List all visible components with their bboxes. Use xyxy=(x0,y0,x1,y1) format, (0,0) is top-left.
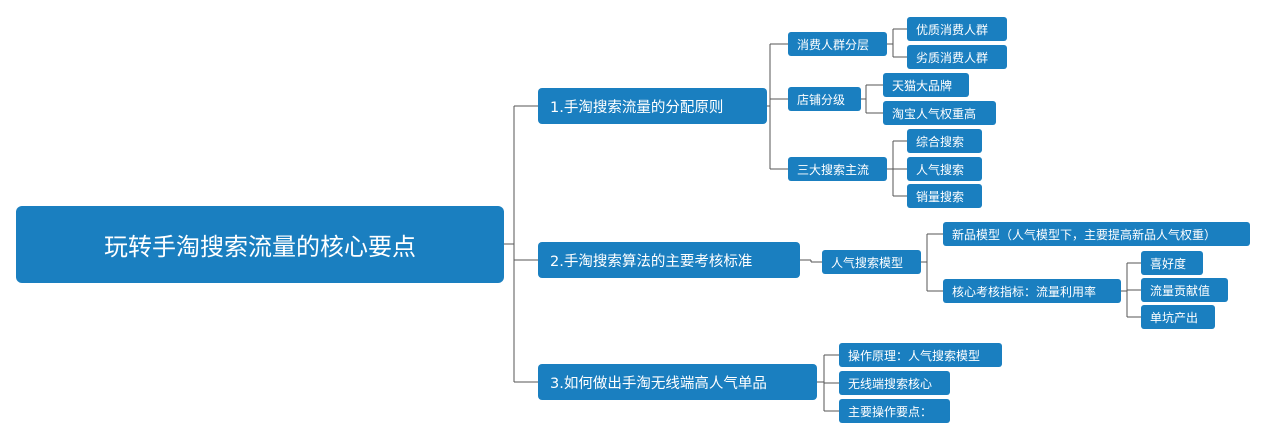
connector-group-7 xyxy=(921,233,943,292)
branch-2-leaf-3: 单坑产出 xyxy=(1141,305,1215,329)
branch-1-sub-3-item-3: 销量搜索 xyxy=(907,184,982,208)
branch-1-sub-2: 店铺分级 xyxy=(788,87,861,111)
branch-2-sub-1-child-1: 新品模型（人气模型下，主要提高新品人气权重） xyxy=(943,222,1250,246)
branch-3-item-2: 无线端搜索核心 xyxy=(839,371,950,395)
connector-group-2 xyxy=(767,43,788,170)
branch-2-leaf-1: 喜好度 xyxy=(1141,251,1203,275)
connector-group-1 xyxy=(504,105,538,383)
branch-2-leaf-2: 流量贡献值 xyxy=(1141,278,1228,302)
branch-1-sub-2-item-2: 淘宝人气权重高 xyxy=(883,101,996,125)
branch-2-topic: 2.手淘搜索算法的主要考核标准 xyxy=(538,242,800,278)
branch-1-sub-1-item-2: 劣质消费人群 xyxy=(907,45,1007,69)
branch-2-sub-1-child-2: 核心考核指标：流量利用率 xyxy=(943,279,1121,303)
branch-1-sub-1: 消费人群分层 xyxy=(788,32,887,56)
branch-1-sub-3-item-1: 综合搜索 xyxy=(907,129,982,153)
branch-3-topic: 3.如何做出手淘无线端高人气单品 xyxy=(538,364,817,400)
connector-group-9 xyxy=(817,354,839,412)
branch-1-sub-2-item-1: 天猫大品牌 xyxy=(883,73,969,97)
branch-1-topic: 1.手淘搜索流量的分配原则 xyxy=(538,88,767,124)
connector-group-4 xyxy=(861,84,883,114)
root-topic: 玩转手淘搜索流量的核心要点 xyxy=(16,206,504,283)
connector-group-8 xyxy=(1121,262,1141,318)
branch-2-sub-1: 人气搜索模型 xyxy=(822,250,921,274)
branch-1-sub-3: 三大搜索主流 xyxy=(788,157,887,181)
branch-3-item-1: 操作原理：人气搜索模型 xyxy=(839,343,1002,367)
branch-3-item-3: 主要操作要点： xyxy=(839,399,950,423)
connector-group-3 xyxy=(887,28,907,58)
branch-1-sub-1-item-1: 优质消费人群 xyxy=(907,17,1007,41)
connector-group-5 xyxy=(887,140,907,197)
connector-group-6 xyxy=(800,259,822,263)
branch-1-sub-3-item-2: 人气搜索 xyxy=(907,157,982,181)
